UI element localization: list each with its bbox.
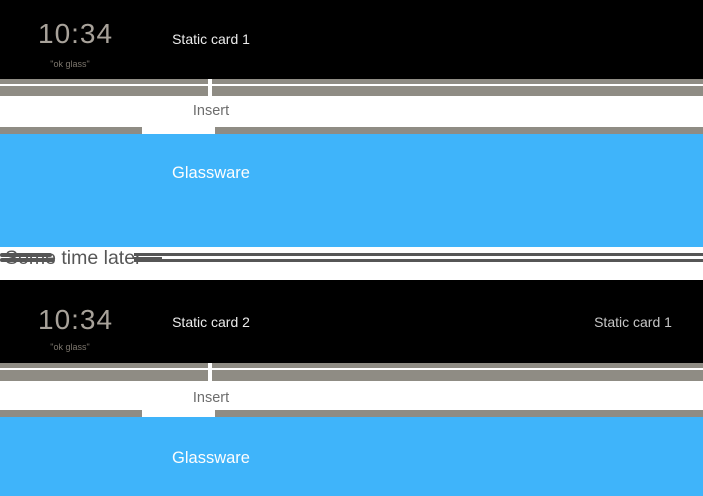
timeline-edge-bar <box>0 127 703 134</box>
glassware-label: Glassware <box>172 449 250 467</box>
divider-line <box>0 253 52 257</box>
timeline-edge-bar <box>0 410 703 417</box>
insert-seam-gap <box>208 79 212 84</box>
divider-line <box>0 258 55 262</box>
static-card-1-label: Static card 1 <box>594 314 672 330</box>
glassware-label: Glassware <box>172 164 250 182</box>
timeline-edge-bar <box>0 363 703 368</box>
ok-glass-hint: "ok glass" <box>50 342 90 352</box>
static-card-1-label: Static card 1 <box>172 31 250 47</box>
timeline-band-2: 10:34 "ok glass" Static card 2 Static ca… <box>0 280 703 363</box>
timeline-band-1: 10:34 "ok glass" Static card 1 <box>0 0 703 79</box>
insert-callout-label: Insert <box>192 390 230 406</box>
insert-seam-gap <box>208 363 212 368</box>
timeline-edge-bar <box>0 86 703 96</box>
insert-callout-label: Insert <box>192 103 230 119</box>
divider-line <box>134 259 703 262</box>
clock-time: 10:34 <box>38 304 114 335</box>
timeline-edge-bar <box>0 79 703 84</box>
insert-seam-gap <box>208 370 212 381</box>
glassware-card-1: Glassware <box>0 134 703 247</box>
clock-time: 10:34 <box>38 18 114 49</box>
ok-glass-hint: "ok glass" <box>50 59 90 69</box>
timeline-edge-bar <box>0 370 703 381</box>
glassware-card-2: Glassware <box>0 417 703 496</box>
divider-line <box>134 257 162 259</box>
static-card-2-label: Static card 2 <box>172 314 250 330</box>
insert-notch-gap <box>142 127 215 134</box>
insert-seam-gap <box>208 86 212 96</box>
insert-notch-gap <box>142 410 215 417</box>
time-lapse-label: Some time later <box>5 247 142 269</box>
divider-line <box>134 253 703 256</box>
